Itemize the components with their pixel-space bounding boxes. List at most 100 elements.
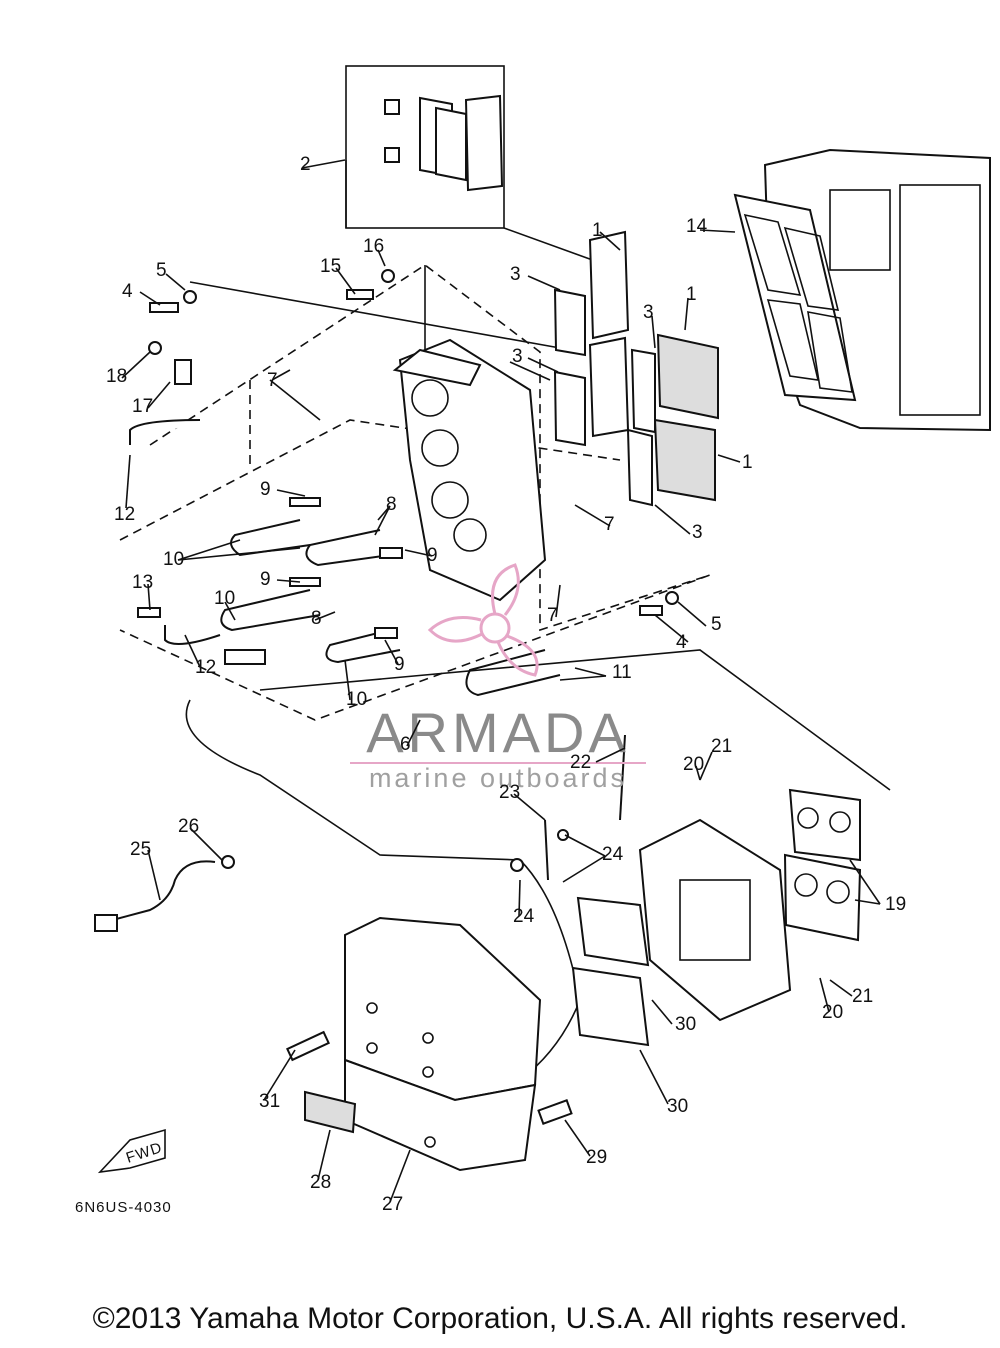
leader-line <box>651 999 673 1025</box>
leader-line <box>509 361 551 381</box>
leader-line <box>849 859 881 905</box>
callout-1: 1 <box>592 220 603 241</box>
callout-11: 11 <box>612 662 632 683</box>
leader-line <box>147 583 151 611</box>
leader-line <box>121 351 151 379</box>
leader-line <box>224 601 236 621</box>
intake-manifold <box>392 338 547 602</box>
callout-24: 24 <box>602 844 624 865</box>
callout-16: 16 <box>363 236 384 257</box>
leader-line <box>177 539 241 561</box>
callout-14: 14 <box>686 216 708 237</box>
armada-propeller-logo <box>427 563 539 677</box>
callout-1: 1 <box>686 284 697 305</box>
leader-line <box>125 454 131 509</box>
callout-22: 22 <box>570 752 591 773</box>
leader-line <box>527 275 561 291</box>
callout-27: 27 <box>382 1194 403 1215</box>
callout-10: 10 <box>163 549 184 570</box>
leader-line <box>335 267 356 295</box>
watermark-brand: ARMADA <box>366 701 630 764</box>
leader-line <box>301 159 346 169</box>
callout-4: 4 <box>676 632 687 653</box>
leader-line <box>389 1149 411 1203</box>
callout-3: 3 <box>692 522 703 543</box>
fasteners <box>137 269 679 639</box>
carburetor <box>638 788 862 1022</box>
callout-5: 5 <box>711 614 722 635</box>
reed-valves <box>553 230 719 507</box>
callout-31: 31 <box>259 1091 280 1112</box>
leader-line <box>404 549 433 557</box>
leader-line <box>651 315 656 349</box>
leader-line <box>559 675 607 681</box>
leader-line <box>271 369 291 381</box>
silencer-base-outline <box>185 649 891 1081</box>
callout-10: 10 <box>346 689 367 710</box>
leader-line <box>189 827 223 861</box>
fwd-arrow: FWD <box>97 1128 166 1174</box>
leader-line <box>819 977 830 1013</box>
leader-line <box>564 1119 591 1157</box>
leader-line <box>699 751 713 781</box>
callout-24: 24 <box>513 906 535 927</box>
callout-12: 12 <box>195 657 216 678</box>
leader-line <box>139 291 161 306</box>
leader-line <box>555 584 561 618</box>
leader-line <box>854 899 881 905</box>
carburetor-gaskets <box>571 896 650 1047</box>
drain-hose <box>94 855 235 932</box>
callout-3: 3 <box>512 346 523 367</box>
leader-line <box>677 601 707 627</box>
leader-line <box>574 504 611 527</box>
callout-30: 30 <box>675 1014 696 1035</box>
reed-valve-kit-box <box>345 65 599 263</box>
leader-line <box>574 667 607 677</box>
callout-29: 29 <box>586 1147 607 1168</box>
leader-line <box>377 249 386 267</box>
copyright-notice: ©2013 Yamaha Motor Corporation, U.S.A. A… <box>92 1302 908 1335</box>
callout-21: 21 <box>852 986 873 1007</box>
leader-line <box>406 719 421 747</box>
leader-line <box>184 634 201 668</box>
callout-8: 8 <box>386 494 397 515</box>
callout-17: 17 <box>132 396 153 417</box>
callout-21: 21 <box>711 736 732 757</box>
callout-8: 8 <box>311 608 322 629</box>
callout-9: 9 <box>427 545 438 566</box>
leader-line <box>314 611 336 621</box>
callout-23: 23 <box>499 782 520 803</box>
leader-line <box>695 765 701 781</box>
callout-3: 3 <box>510 264 521 285</box>
callout-7: 7 <box>604 514 615 535</box>
leader-line <box>177 547 301 561</box>
leader-line <box>165 273 186 291</box>
callout-2: 2 <box>300 154 311 175</box>
silencer-cover <box>344 916 542 1172</box>
misc-small-parts <box>286 1030 573 1134</box>
callout-9: 9 <box>394 654 405 675</box>
leader-line <box>639 1049 669 1105</box>
leader-line <box>562 855 606 883</box>
leader-lines <box>121 159 881 1203</box>
callout-10: 10 <box>214 588 235 609</box>
callout-25: 25 <box>130 839 151 860</box>
callout-15: 15 <box>320 256 341 277</box>
leader-line <box>717 454 741 463</box>
callout-1: 1 <box>742 452 753 473</box>
leader-line <box>147 849 161 901</box>
callout-6: 6 <box>400 734 411 755</box>
leader-line <box>317 1129 331 1181</box>
callout-9: 9 <box>260 569 271 590</box>
leader-line <box>263 1049 296 1101</box>
leader-line <box>829 979 853 997</box>
leader-line <box>276 579 301 583</box>
leader-line <box>513 793 546 821</box>
leader-line <box>595 747 626 763</box>
callout-20: 20 <box>822 1002 843 1023</box>
gasket-large <box>733 193 857 402</box>
watermark-tagline: marine outboards <box>369 763 627 793</box>
leader-line <box>518 879 521 917</box>
callout-9: 9 <box>260 479 271 500</box>
